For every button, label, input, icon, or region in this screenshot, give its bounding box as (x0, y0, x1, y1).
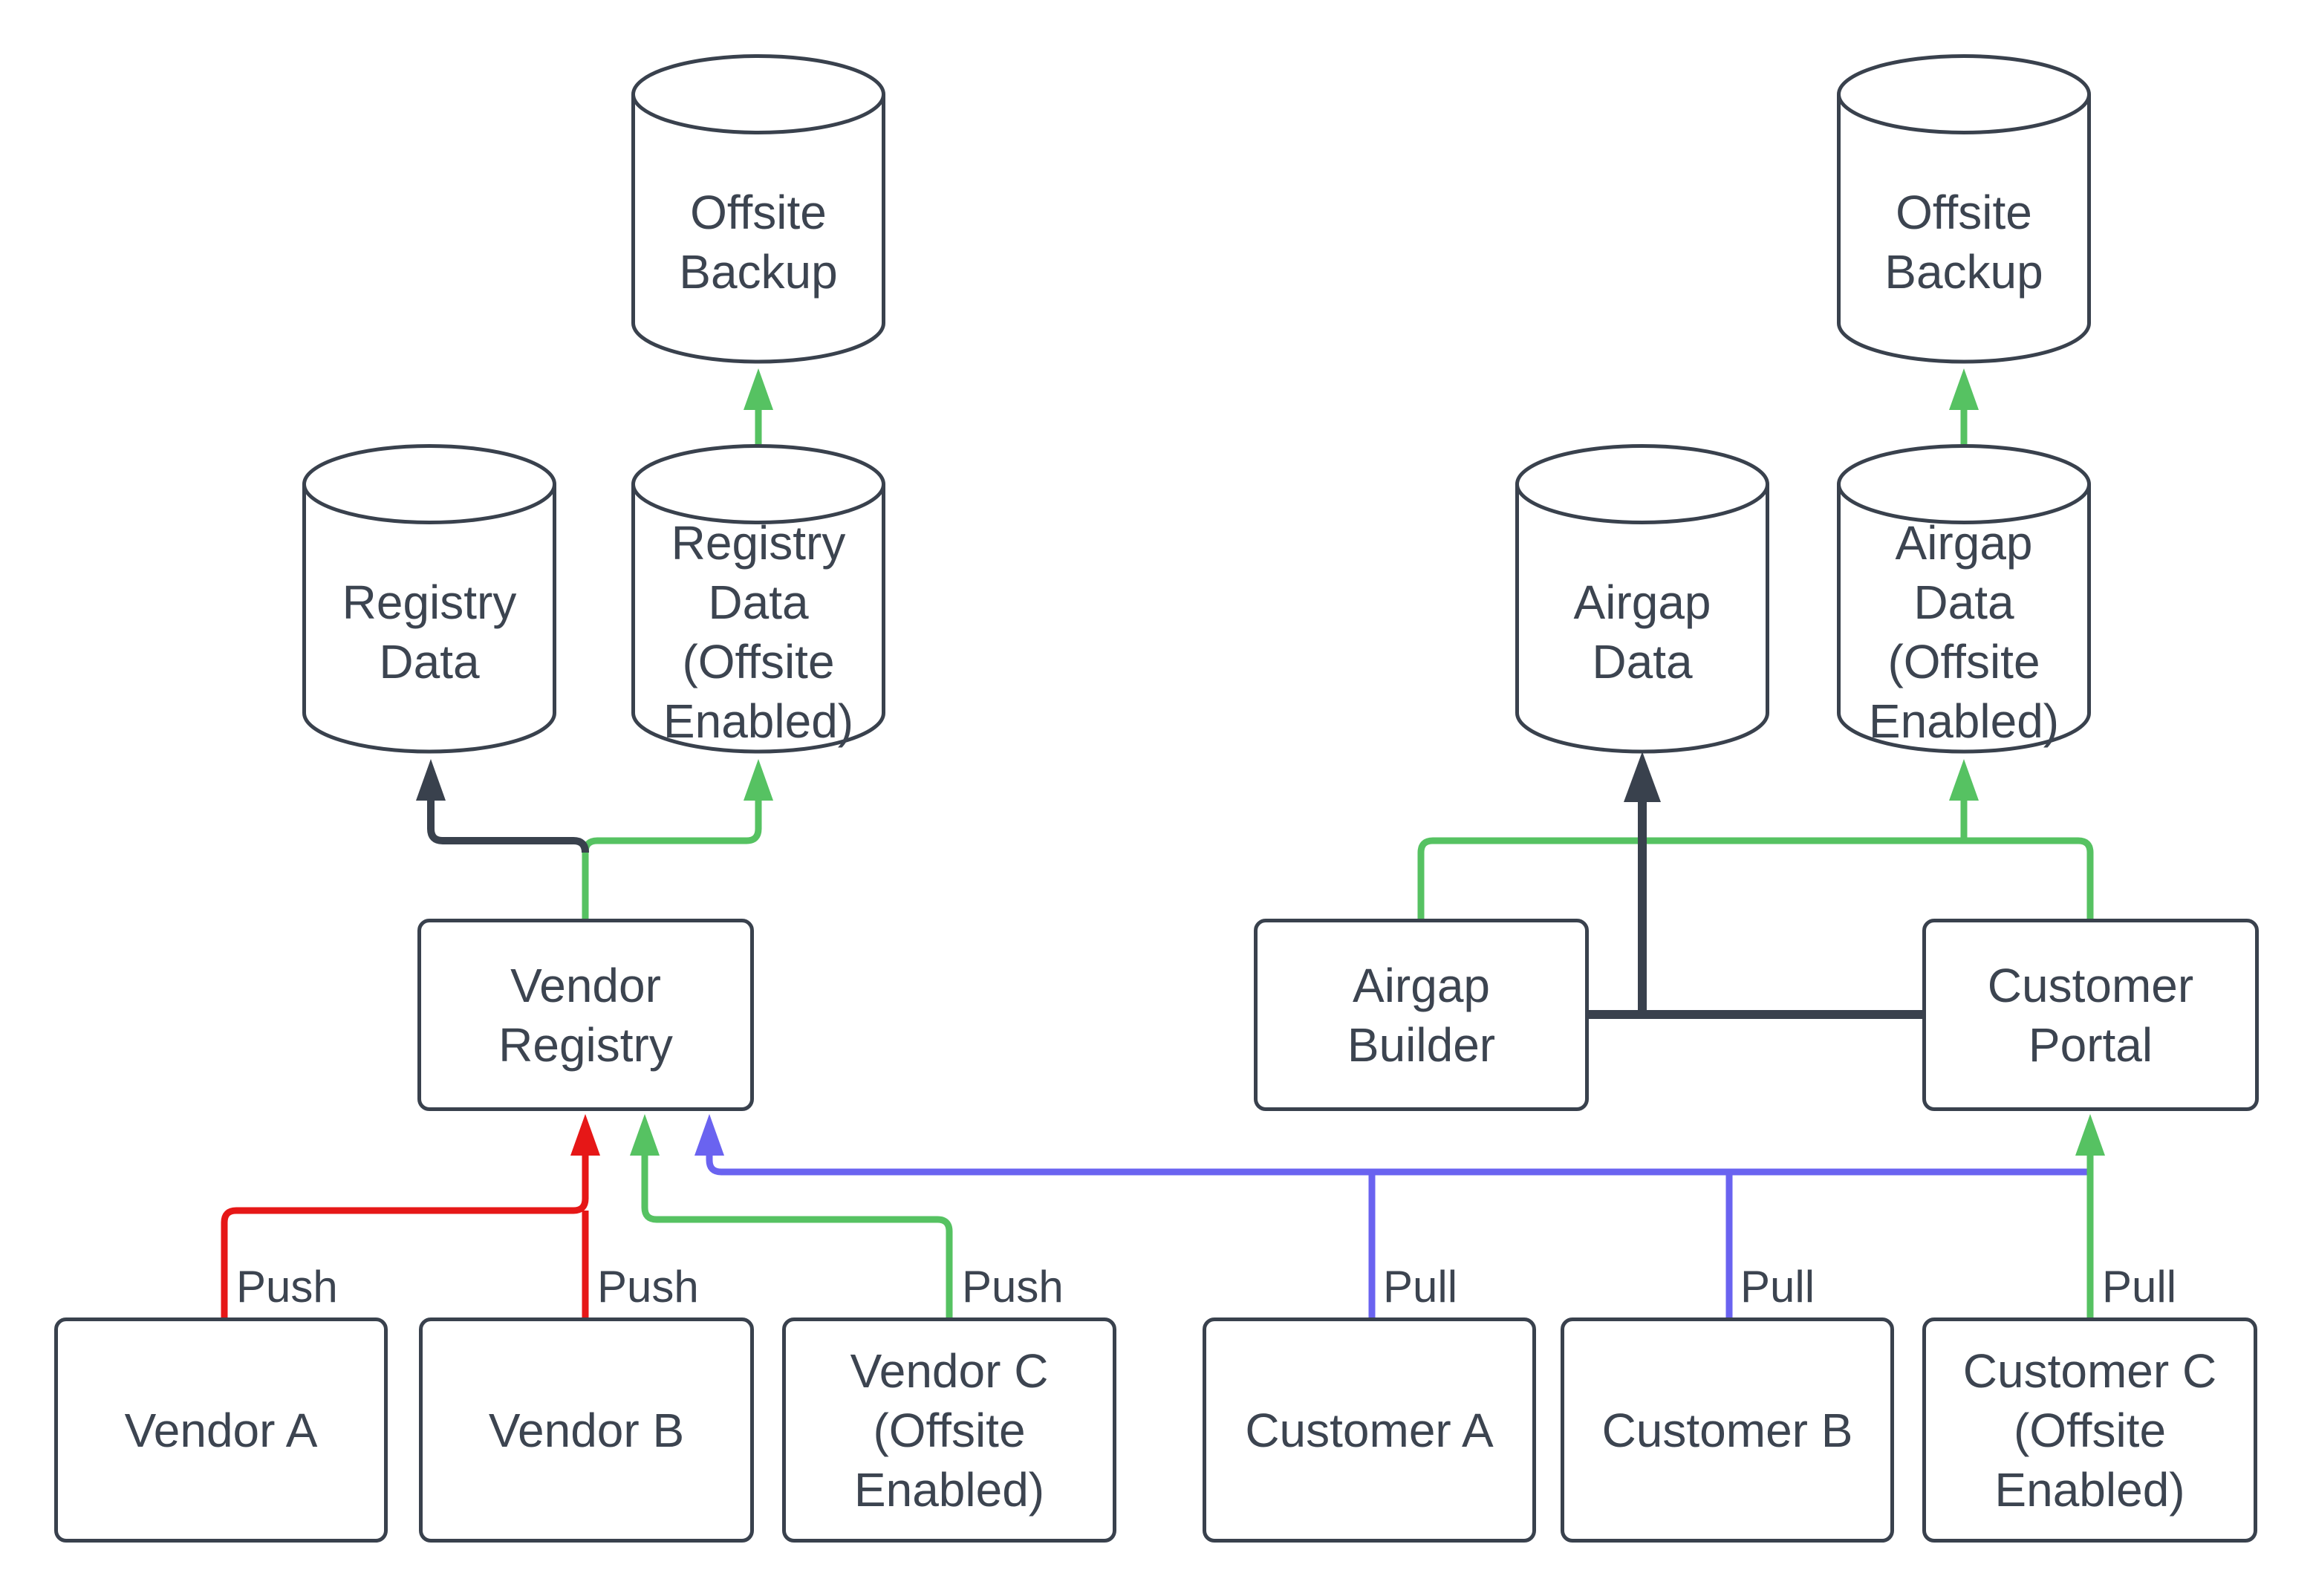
node-label: Airgap Data (Offsite Enabled) (1868, 515, 2060, 748)
node-airgap-data-offsite: Airgap Data (Offsite Enabled) (1837, 444, 2091, 754)
node-label: Vendor Registry (498, 958, 673, 1072)
edge-portal-to-airgap-builder (1417, 837, 2094, 919)
arrowhead-registry-data-offsite (744, 759, 773, 801)
arrowhead-airgap-data (1624, 752, 1661, 802)
arrowhead-customer-portal (2075, 1114, 2105, 1156)
node-label: Airgap Builder (1347, 958, 1496, 1072)
edge-label-pull-customer-c: Pull (2102, 1262, 2177, 1312)
arrowhead-vendor-registry-blue (694, 1114, 724, 1156)
arrowhead-offsite-backup-right (1949, 368, 1979, 410)
node-label: Vendor C (Offsite Enabled) (850, 1343, 1049, 1517)
edge-label-push-vendor-b: Push (597, 1262, 699, 1312)
node-offsite-backup-left: Offsite Backup (631, 54, 885, 364)
node-label: Airgap Data (1573, 575, 1711, 688)
cylinder-shape (1837, 54, 2091, 364)
node-airgap-builder: Airgap Builder (1254, 919, 1589, 1111)
node-label: Vendor A (124, 1403, 318, 1457)
cylinder-shape (631, 444, 885, 754)
node-airgap-data: Airgap Data (1515, 444, 1769, 754)
arrowhead-vendor-registry-red (570, 1114, 600, 1156)
node-customer-b: Customer B (1561, 1317, 1894, 1543)
arrowhead-offsite-backup-left (744, 368, 773, 410)
edge-label-push-vendor-a: Push (236, 1262, 338, 1312)
cylinder-shape (302, 444, 556, 754)
node-label: Customer B (1601, 1403, 1853, 1457)
edge-label-pull-customer-b: Pull (1740, 1262, 1815, 1312)
edge-label-push-vendor-c: Push (962, 1262, 1064, 1312)
node-registry-data-offsite: Registry Data (Offsite Enabled) (631, 444, 885, 754)
edge-vendor-a-push (221, 1156, 589, 1317)
node-offsite-backup-right: Offsite Backup (1837, 54, 2091, 364)
node-vendor-c: Vendor C (Offsite Enabled) (782, 1317, 1116, 1543)
node-customer-c: Customer C (Offsite Enabled) (1922, 1317, 2257, 1543)
cylinder-shape (631, 54, 885, 364)
edge-label-pull-customer-a: Pull (1383, 1262, 1458, 1312)
node-label: Vendor B (488, 1403, 685, 1457)
node-registry-data: Registry Data (302, 444, 556, 754)
edge-registry-to-registry-data-offsite (582, 801, 762, 919)
edge-vendor-c-push (641, 1156, 953, 1317)
node-label: Customer A (1245, 1403, 1494, 1457)
arrowhead-airgap-data-offsite (1949, 759, 1979, 801)
edge-customer-pull-trunk (706, 1156, 2090, 1176)
arrowhead-vendor-registry-green (630, 1114, 660, 1156)
node-label: Offsite Backup (1884, 185, 2043, 299)
node-label: Offsite Backup (679, 185, 838, 299)
node-customer-portal: Customer Portal (1922, 919, 2259, 1111)
node-label: Customer Portal (1987, 958, 2194, 1072)
cylinder-shape (1515, 444, 1769, 754)
node-label: Registry Data (Offsite Enabled) (663, 515, 854, 748)
node-vendor-registry: Vendor Registry (417, 919, 754, 1111)
node-label: Registry Data (342, 575, 517, 688)
edge-registry-to-registry-data (427, 801, 589, 853)
node-vendor-b: Vendor B (419, 1317, 754, 1543)
node-label: Customer C (Offsite Enabled) (1962, 1343, 2217, 1517)
node-customer-a: Customer A (1203, 1317, 1536, 1543)
node-vendor-a: Vendor A (54, 1317, 388, 1543)
cylinder-shape (1837, 444, 2091, 754)
arrowhead-registry-data (416, 759, 446, 801)
